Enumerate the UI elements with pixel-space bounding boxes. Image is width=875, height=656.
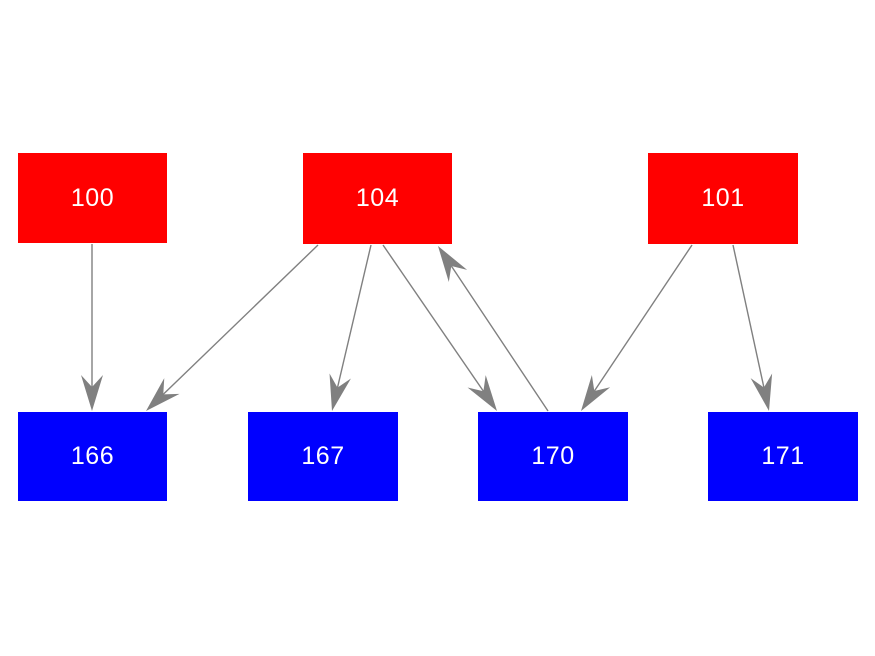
graph-node-101[interactable]: 101 (648, 153, 798, 244)
graph-edge (329, 244, 372, 411)
edge-line (336, 244, 372, 389)
graph-edge (581, 244, 693, 411)
graph-edge (382, 244, 497, 411)
edge-line (162, 244, 319, 396)
edge-arrowhead (146, 378, 180, 411)
graph-edge (146, 244, 319, 411)
edge-line (732, 244, 765, 389)
node-label: 167 (301, 442, 345, 470)
edge-arrowhead (467, 375, 497, 411)
edge-arrowhead (581, 374, 611, 411)
edge-line (450, 264, 549, 412)
graph-node-104[interactable]: 104 (303, 153, 452, 244)
graph-node-171[interactable]: 171 (708, 412, 858, 501)
graph-edge (438, 246, 549, 412)
graph-node-166[interactable]: 166 (18, 412, 167, 501)
edge-line (593, 244, 693, 393)
edge-arrowhead (81, 375, 103, 411)
node-label: 104 (355, 184, 400, 212)
edge-arrowhead (329, 373, 351, 411)
node-label: 100 (70, 183, 115, 212)
graph-node-170[interactable]: 170 (478, 412, 628, 501)
edge-line (382, 244, 485, 393)
node-label: 170 (531, 442, 575, 470)
node-label: 166 (70, 442, 115, 470)
edge-arrowhead (438, 246, 468, 283)
node-label: 101 (701, 184, 745, 212)
edge-arrowhead (750, 373, 773, 411)
graph-node-100[interactable]: 100 (18, 153, 167, 243)
node-label: 171 (761, 442, 805, 470)
graph-edge (732, 244, 773, 411)
graph-node-167[interactable]: 167 (248, 412, 398, 501)
graph-edge (81, 244, 103, 411)
